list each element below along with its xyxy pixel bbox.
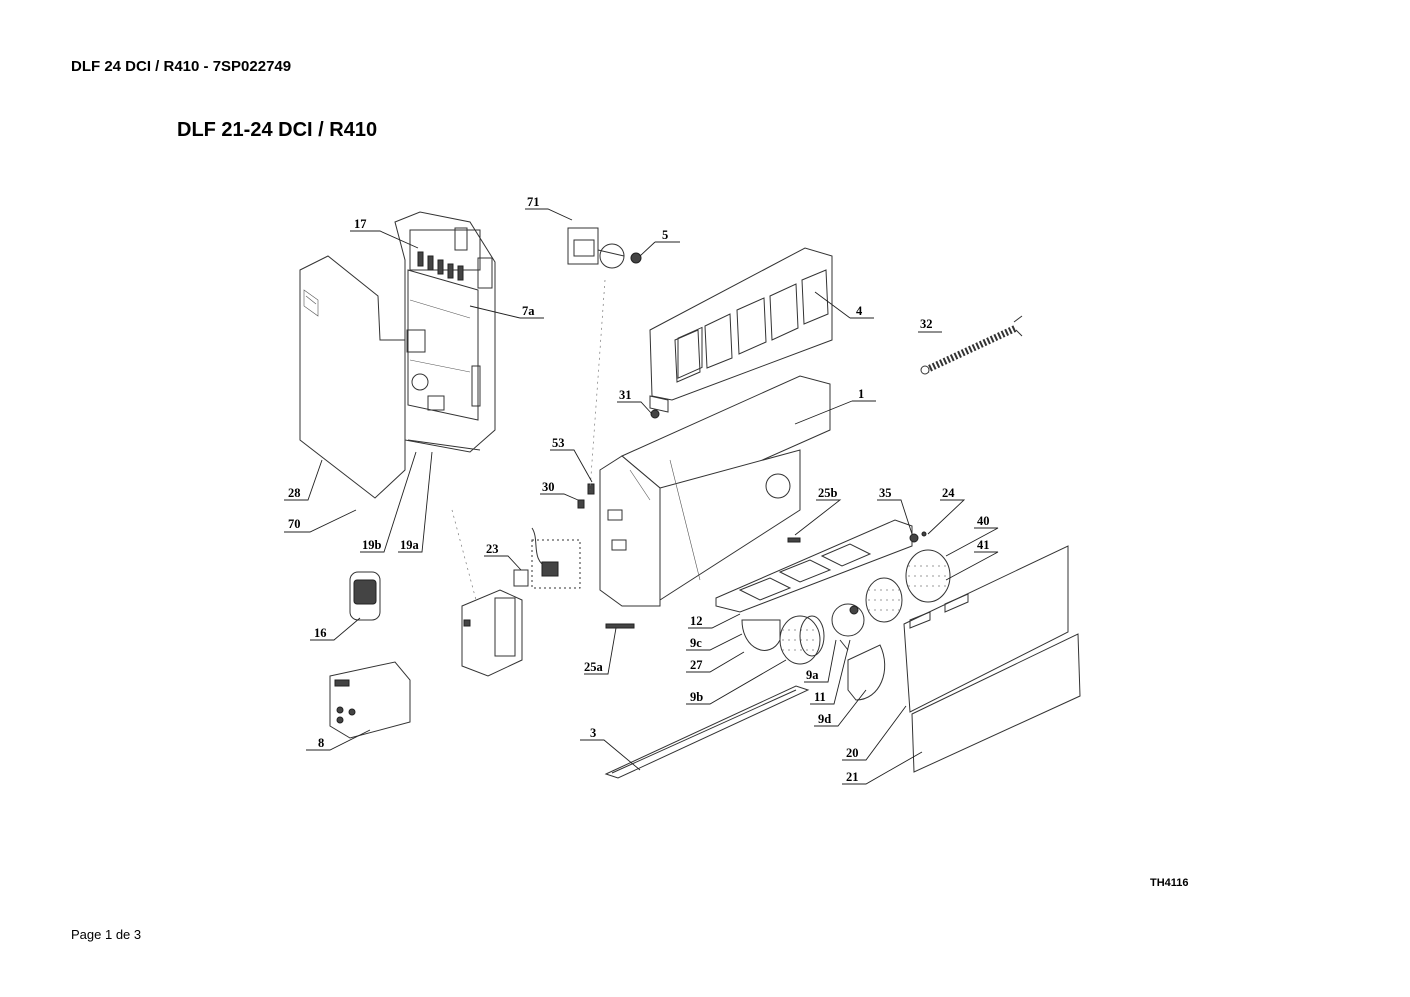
- part-control-box: [394, 211, 496, 453]
- part-clip: [587, 483, 595, 495]
- callout-24: 24: [942, 486, 955, 500]
- callout-25a: 25a: [584, 660, 604, 674]
- callout-53: 53: [552, 436, 565, 450]
- diagram-title: DLF 21-24 DCI / R410: [177, 119, 378, 141]
- part-electronic-module: [461, 589, 523, 677]
- part-bracket-low: [605, 623, 635, 629]
- part-valve-assembly: [567, 227, 642, 269]
- callout-19b: 19b: [362, 538, 382, 552]
- callout-12: 12: [690, 614, 703, 628]
- part-motor: [831, 603, 865, 651]
- callout-40: 40: [977, 514, 990, 528]
- part-remote-control: [349, 571, 381, 621]
- part-front-panels: [903, 545, 1081, 773]
- callout-7a: 7a: [522, 304, 535, 318]
- part-grille-frame: [649, 247, 833, 413]
- document-header: DLF 24 DCI / R410 - 7SP022749: [71, 58, 292, 75]
- part-side-cover: [299, 255, 406, 499]
- part-bracket-high: [787, 537, 801, 543]
- drawing-reference: TH4116: [1150, 877, 1189, 889]
- callout-20: 20: [846, 746, 859, 760]
- callout-17: 17: [354, 217, 367, 231]
- callout-9a: 9a: [806, 668, 819, 682]
- callout-27: 27: [690, 658, 703, 672]
- part-sensor-cable: [513, 527, 581, 589]
- part-wall-control: [329, 661, 411, 739]
- callout-19a: 19a: [400, 538, 420, 552]
- part-fan-left: [741, 615, 825, 665]
- callout-11: 11: [814, 690, 826, 704]
- callout-23: 23: [486, 542, 499, 556]
- callout-31: 31: [619, 388, 632, 402]
- callout-9d: 9d: [818, 712, 831, 726]
- callout-35: 35: [879, 486, 892, 500]
- page-footer: Page 1 de 3: [71, 927, 142, 942]
- guide-line: [589, 279, 606, 491]
- callout-30: 30: [542, 480, 555, 494]
- callout-21: 21: [846, 770, 859, 784]
- part-clip-small: [577, 499, 585, 509]
- part-screw: [650, 409, 660, 419]
- callout-9b: 9b: [690, 690, 703, 704]
- callout-8: 8: [318, 736, 324, 750]
- callout-1: 1: [858, 387, 864, 401]
- part-fan-support: [715, 519, 913, 613]
- callout-16: 16: [314, 626, 327, 640]
- callout-28: 28: [288, 486, 301, 500]
- guide-line: [451, 509, 477, 601]
- part-drain-hose: [920, 315, 1023, 375]
- leader-lines: [284, 208, 999, 785]
- callout-32: 32: [920, 317, 933, 331]
- part-fan-right: [865, 531, 951, 623]
- callout-25b: 25b: [818, 486, 838, 500]
- callout-5: 5: [662, 228, 668, 242]
- callout-4: 4: [856, 304, 863, 318]
- part-filter: [604, 685, 810, 779]
- part-chassis: [599, 375, 831, 607]
- part-fan-scroll-lower: [847, 644, 886, 701]
- callout-70: 70: [288, 517, 301, 531]
- callout-9c: 9c: [690, 636, 702, 650]
- callout-3: 3: [590, 726, 596, 740]
- callout-71: 71: [527, 195, 540, 209]
- callout-41: 41: [977, 538, 990, 552]
